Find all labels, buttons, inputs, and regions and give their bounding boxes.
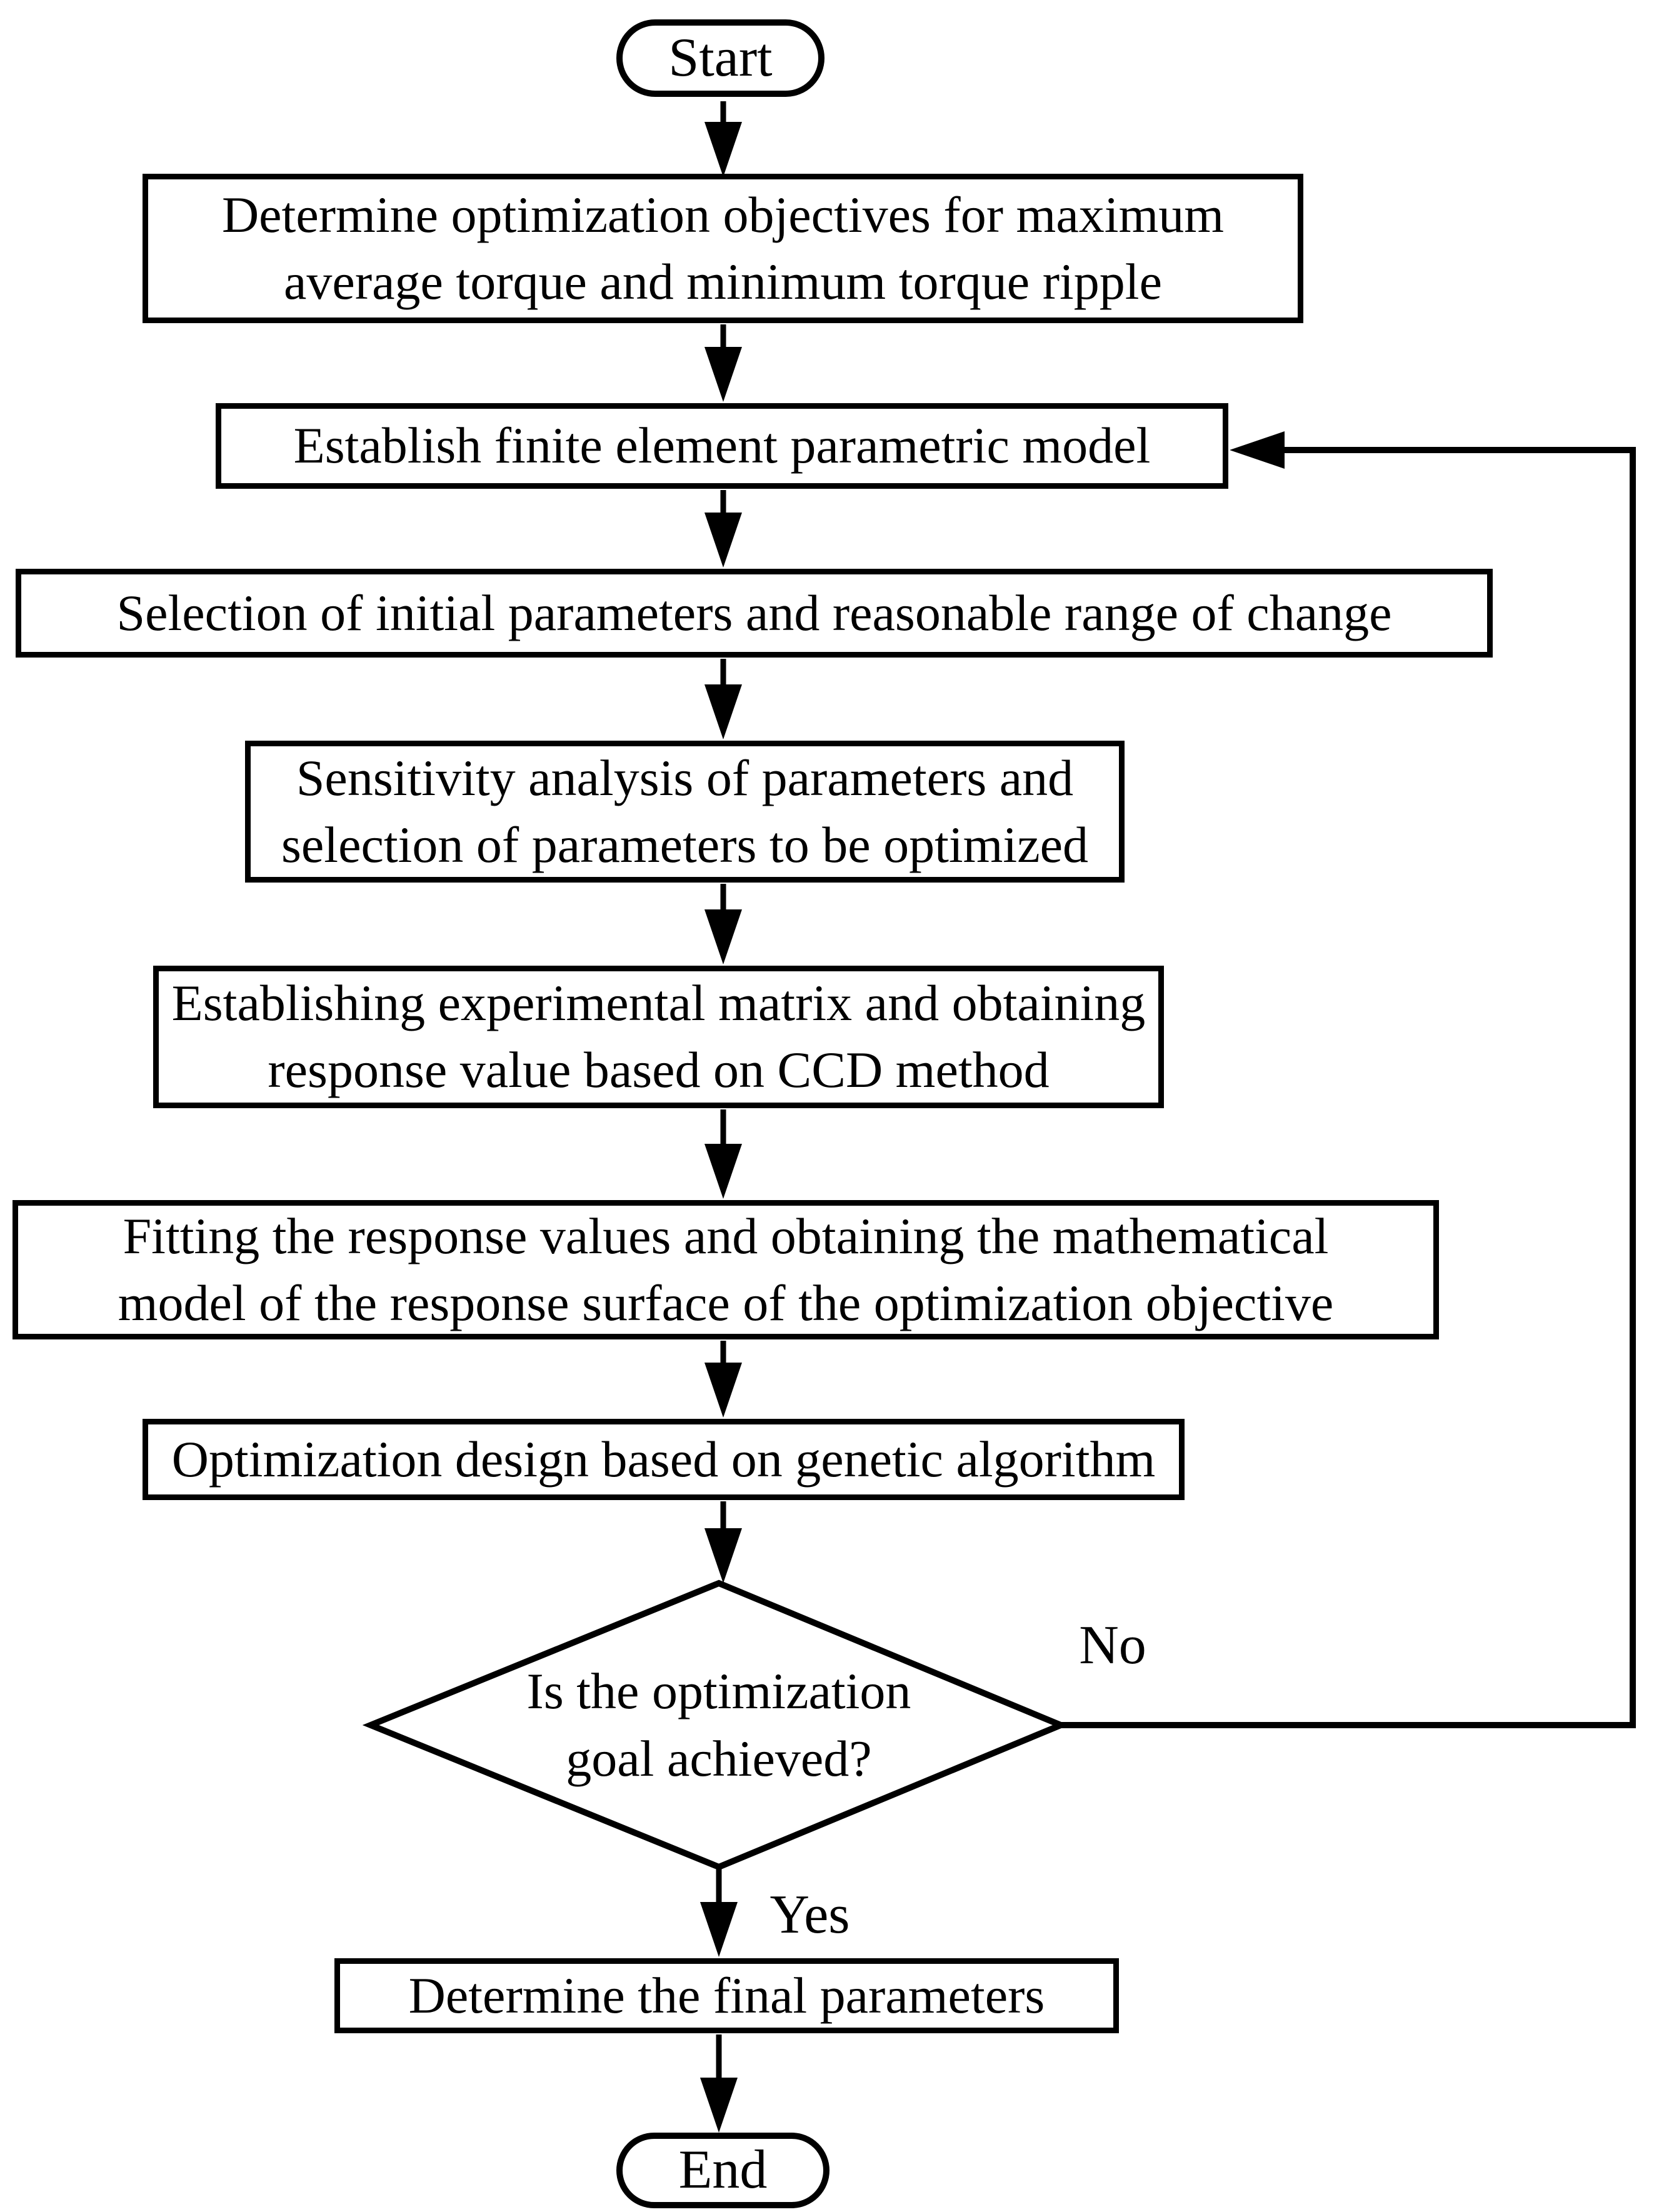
process-sensitivity-analysis: Sensitivity analysis of parameters and s…: [245, 741, 1125, 883]
arrow-initialparams-to-sensitivity-head: [704, 684, 742, 739]
no-loop-arrowhead: [1230, 431, 1285, 469]
edge-label-yes: Yes: [769, 1884, 850, 1945]
process-ga-optimization: Optimization design based on genetic alg…: [143, 1419, 1185, 1500]
edge-label-no: No: [1079, 1615, 1146, 1676]
arrow-ccd-to-fitting-head: [704, 1144, 742, 1199]
process-establish-fe-model: Establish finite element parametric mode…: [216, 403, 1228, 489]
terminal-end: End: [616, 2133, 830, 2208]
process-determine-objectives: Determine optimization objectives for ma…: [143, 174, 1303, 323]
process-fit-response-surface: Fitting the response values and obtainin…: [13, 1200, 1439, 1339]
decision-goal-achieved: Is the optimization goal achieved?: [526, 1662, 911, 1787]
arrow-sensitivity-to-ccd-head: [704, 909, 742, 964]
process-select-initial-parameters: Selection of initial parameters and reas…: [16, 569, 1493, 658]
arrow-ga-to-decision-head: [704, 1528, 742, 1583]
arrow-final-to-end-head: [700, 2078, 738, 2133]
process-ccd-experimental-matrix: Establishing experimental matrix and obt…: [153, 966, 1164, 1108]
arrow-start-to-objectives-head: [704, 122, 742, 177]
arrow-yes-head: [700, 1902, 738, 1957]
terminal-start: Start: [616, 19, 824, 97]
process-determine-final-parameters: Determine the final parameters: [334, 1958, 1119, 2033]
arrow-femodel-to-initialparams-head: [704, 513, 742, 568]
arrow-fitting-to-ga-head: [704, 1363, 742, 1418]
arrow-objectives-to-femodel-head: [704, 347, 742, 402]
